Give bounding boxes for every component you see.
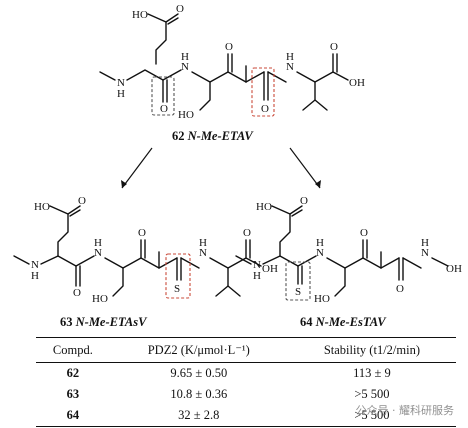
col-header-pdz2: PDZ2 (K/μmol·L⁻¹) [109,337,288,363]
atom-n-methyl: N [117,77,125,89]
svg-text:H: H [199,237,207,249]
cell-stability: >5 500 [354,387,390,401]
svg-text:OH: OH [349,77,365,89]
svg-text:O: O [225,41,233,53]
svg-text:H: H [286,51,294,63]
cell-compd: 63 [66,387,80,401]
svg-text:HO: HO [314,293,330,305]
svg-text:N: N [181,61,189,73]
svg-text:O: O [300,195,308,207]
cell-compd: 62 [66,366,80,380]
svg-text:O: O [261,103,269,115]
svg-text:OH: OH [262,263,278,275]
svg-text:O: O [160,103,168,115]
svg-text:H: H [253,270,261,282]
svg-text:N: N [286,61,294,73]
table-row: 62 9.65 ± 0.50 113 ± 9 [36,363,456,385]
atom-thio-s-64: S [295,286,301,298]
atom-hydroxyl: HO [178,109,194,121]
svg-text:O: O [78,195,86,207]
svg-text:N: N [316,247,324,259]
svg-text:H: H [181,51,189,63]
col-header-compd: Compd. [36,337,110,363]
svg-text:H: H [31,270,39,282]
svg-text:O: O [138,227,146,239]
svg-text:HO: HO [34,201,50,213]
cell-pdz2: 10.8 ± 0.36 [170,387,228,401]
svg-text:O: O [73,287,81,299]
svg-text:N: N [421,247,429,259]
table-header-row: Compd. PDZ2 (K/μmol·L⁻¹) Stability (t1/2… [36,337,456,363]
svg-text:N: N [94,247,102,259]
svg-text:H: H [94,237,102,249]
structure-64: HO O N H S N H HO O O N H OH 64 N-Me-EsT… [235,195,462,329]
svg-text:OH: OH [446,263,462,275]
svg-text:H: H [421,237,429,249]
svg-text:O: O [330,41,338,53]
watermark: 公众号 · 耀科研服务 [355,404,455,417]
svg-text:O: O [396,283,404,295]
cell-pdz2: 9.65 ± 0.50 [170,366,228,380]
col-header-stability: Stability (t1/2/min) [287,337,456,363]
atom-thio-s-63: S [174,283,180,295]
caption-63: 63 N-Me-ETAsV [60,315,148,329]
highlight-box-64 [285,261,311,301]
svg-text:O: O [360,227,368,239]
structure-63: HO O N H O N H HO O S N H O OH 63 N-Me-E… [13,195,278,329]
atom-acid-ho: HO [132,9,148,21]
highlight-box-left [151,76,175,116]
data-table: Compd. PDZ2 (K/μmol·L⁻¹) Stability (t1/2… [36,337,456,427]
highlight-box-63 [165,253,191,299]
cell-compd: 64 [36,405,110,427]
svg-text:HO: HO [92,293,108,305]
cell-stability: 113 ± 9 [353,366,391,380]
svg-text:H: H [117,88,125,100]
cell-pdz2: 32 ± 2.8 [109,405,288,427]
table-row: 64 32 ± 2.8 >5 500 [36,405,456,427]
svg-text:H: H [316,237,324,249]
caption-62: 62 N-Me-ETAV [172,129,254,143]
svg-text:HO: HO [256,201,272,213]
cell-stability: >5 500 [287,405,456,427]
svg-text:O: O [243,227,251,239]
structure-62: HO O N H O N H HO O O N H O OH 62 N-Me-E… [99,3,365,143]
table-row: 63 10.8 ± 0.36 >5 500 [36,384,456,405]
svg-text:N: N [199,247,207,259]
atom-o-top: O [176,3,184,15]
caption-64: 64 N-Me-EsTAV [300,315,387,329]
svg-text:N: N [31,259,39,271]
highlight-box-right [251,67,275,117]
reaction-arrows [121,147,321,189]
svg-text:N: N [253,259,261,271]
